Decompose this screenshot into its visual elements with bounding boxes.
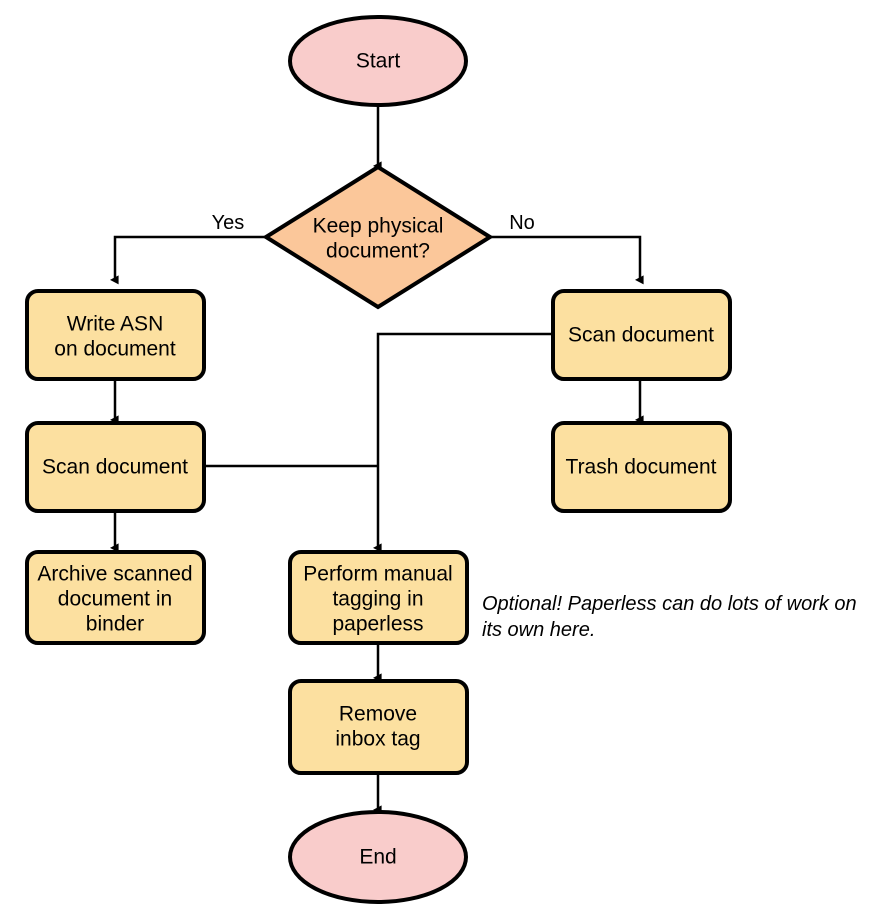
write-asn-label-line-2: on document	[54, 338, 176, 361]
decision-label-line-2: document?	[326, 240, 430, 263]
decision-label-line-1: Keep physical	[313, 215, 444, 238]
node-manual-tagging[interactable]: Perform manual tagging in paperless	[288, 550, 469, 645]
edge-decision-no-to-scan-right	[490, 235, 644, 285]
manual-tagging-label-line-1: Perform manual	[303, 563, 452, 586]
remove-inbox-box	[288, 679, 469, 775]
trash-box	[551, 421, 732, 513]
node-scan-right[interactable]: Scan document	[551, 289, 732, 381]
archive-label-line-2: document in	[58, 588, 172, 611]
node-start[interactable]: Start	[288, 15, 468, 107]
scan-left-label: Scan document	[42, 456, 188, 479]
scan-left-box	[25, 421, 206, 513]
node-remove-inbox[interactable]: Remove inbox tag	[288, 679, 469, 775]
annotation-note: Optional! Paperless can do lots of work …	[482, 593, 857, 641]
node-write-asn[interactable]: Write ASN on document	[25, 289, 206, 381]
scan-right-box	[551, 289, 732, 381]
remove-inbox-label-line-2: inbox tag	[335, 728, 420, 751]
edges-layer	[110, 103, 644, 815]
edge-decision-yes-to-write-asn	[110, 235, 266, 285]
start-ellipse	[288, 15, 468, 107]
write-asn-box	[25, 289, 206, 381]
annotation-line-1: Optional! Paperless can do lots of work …	[482, 593, 857, 615]
manual-tagging-label-line-2: tagging in	[332, 588, 423, 611]
scan-right-label: Scan document	[568, 324, 714, 347]
manual-tagging-label-line-3: paperless	[332, 613, 423, 636]
annotation-line-2: its own here.	[482, 619, 595, 641]
decision-diamond	[262, 164, 494, 310]
node-decision[interactable]: Keep physical document?	[262, 164, 494, 310]
node-end[interactable]: End	[288, 810, 468, 904]
edge-label-yes: Yes	[212, 212, 245, 234]
end-label: End	[359, 846, 396, 869]
trash-label: Trash document	[566, 456, 717, 479]
manual-tagging-box	[288, 550, 469, 645]
remove-inbox-label-line-1: Remove	[339, 703, 417, 726]
archive-label-line-3: binder	[86, 613, 144, 636]
edge-label-no: No	[509, 212, 535, 234]
node-archive[interactable]: Archive scanned document in binder	[25, 550, 206, 645]
write-asn-label-line-1: Write ASN	[67, 313, 163, 336]
end-ellipse	[288, 810, 468, 904]
node-trash[interactable]: Trash document	[551, 421, 732, 513]
archive-label-line-1: Archive scanned	[37, 563, 192, 586]
edge-scan-right-to-manual-tagging	[373, 332, 553, 553]
node-scan-left[interactable]: Scan document	[25, 421, 206, 513]
archive-box	[25, 550, 206, 645]
start-label: Start	[356, 50, 401, 73]
